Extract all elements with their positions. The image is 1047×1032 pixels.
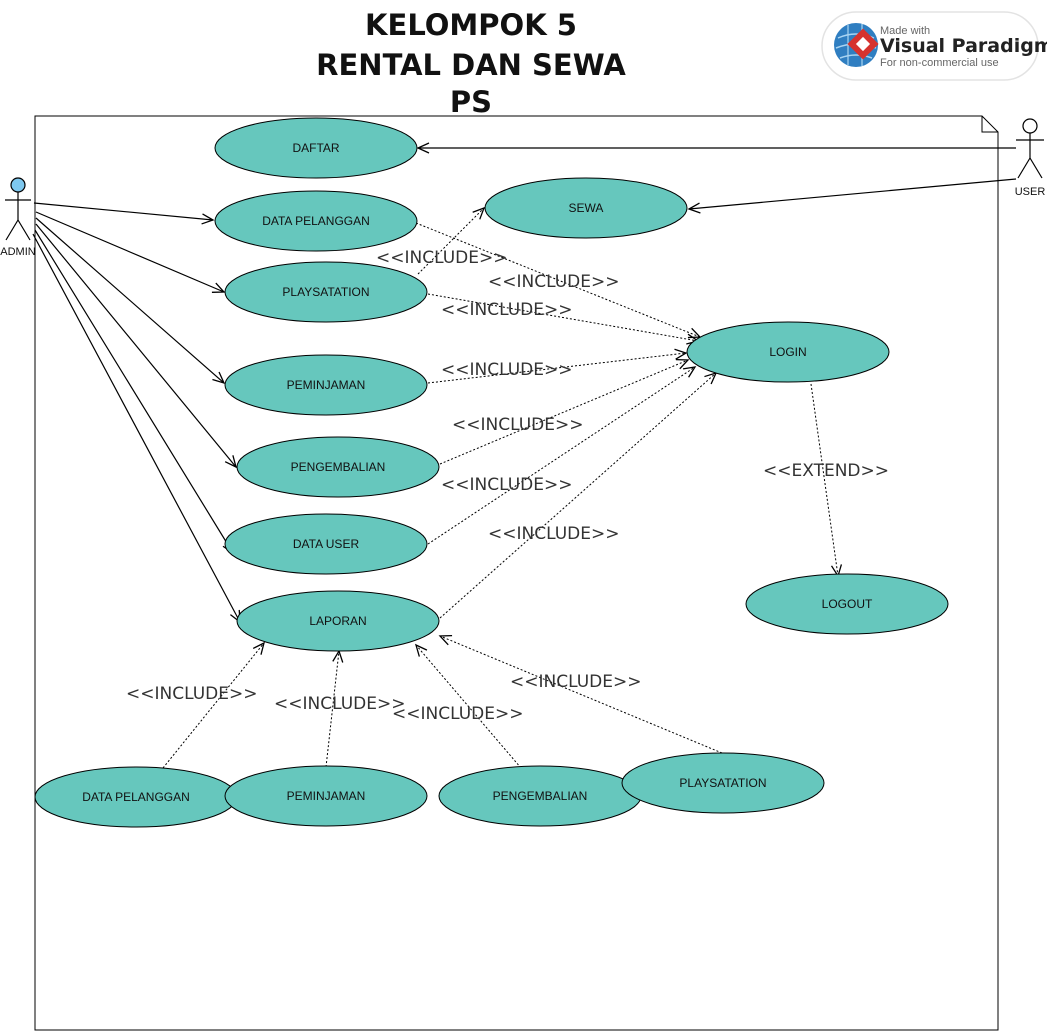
- diagram-title: KELOMPOK 5 RENTAL DAN SEWA PS: [316, 8, 626, 119]
- actor-user[interactable]: USER: [1015, 118, 1046, 198]
- include-laporan-login: [439, 371, 718, 619]
- usecase-data-user-label: DATA USER: [293, 537, 360, 551]
- badge-brand: Visual Paradigm: [880, 35, 1047, 57]
- usecase-daftar[interactable]: DAFTAR: [214, 117, 418, 179]
- usecase-logout-label: LOGOUT: [822, 597, 873, 611]
- include-pengembalian-login: [439, 358, 690, 465]
- usecase-report-playstation[interactable]: PLAYSATATION: [621, 752, 825, 814]
- usecase-report-data-pelanggan-label: DATA PELANGGAN: [82, 790, 190, 804]
- label-include-playstation-sewa: <<INCLUDE>>: [376, 248, 507, 268]
- include-data-user-login: [427, 366, 697, 545]
- actor-admin-figure-icon: [5, 177, 31, 241]
- badge-made-with: Made with: [880, 25, 930, 37]
- user-associations: [416, 142, 1017, 214]
- label-include-r-data-pelanggan: <<INCLUDE>>: [126, 684, 257, 704]
- actor-user-figure-icon: [1016, 118, 1044, 179]
- assoc-admin-playstation: [35, 211, 226, 293]
- usecase-report-peminjaman-label: PEMINJAMAN: [287, 789, 366, 803]
- usecase-login-label: LOGIN: [769, 345, 806, 359]
- include-r-pengembalian-laporan: [414, 643, 522, 769]
- usecase-data-pelanggan-label: DATA PELANGGAN: [262, 214, 370, 228]
- actor-admin-label: ADMIN: [0, 246, 36, 258]
- usecase-report-pengembalian[interactable]: PENGEMBALIAN: [438, 765, 642, 827]
- usecase-report-pengembalian-label: PENGEMBALIAN: [493, 789, 588, 803]
- actor-admin[interactable]: ADMIN: [0, 177, 36, 258]
- include-r-peminjaman-laporan: [325, 649, 344, 768]
- usecase-laporan[interactable]: LAPORAN: [236, 590, 440, 652]
- usecase-data-pelanggan[interactable]: DATA PELANGGAN: [214, 190, 418, 252]
- label-include-laporan-login: <<INCLUDE>>: [488, 524, 619, 544]
- label-include-r-playstation: <<INCLUDE>>: [510, 672, 641, 692]
- admin-associations: [32, 202, 241, 624]
- usecase-logout[interactable]: LOGOUT: [745, 573, 949, 635]
- include-playstation-login: [427, 293, 700, 345]
- usecase-laporan-label: LAPORAN: [309, 614, 366, 628]
- visual-paradigm-badge: Made with Visual Paradigm For non-commer…: [821, 11, 1047, 81]
- usecase-data-user[interactable]: DATA USER: [224, 513, 428, 575]
- badge-note: For non-commercial use: [880, 57, 999, 69]
- usecase-sewa-label: SEWA: [569, 201, 604, 215]
- usecase-pengembalian[interactable]: PENGEMBALIAN: [236, 436, 440, 498]
- assoc-admin-pengembalian: [35, 223, 237, 469]
- include-peminjaman-login: [427, 348, 688, 384]
- include-r-playstation-laporan: [438, 634, 723, 754]
- usecase-report-data-pelanggan[interactable]: DATA PELANGGAN: [34, 766, 238, 828]
- usecase-login[interactable]: LOGIN: [686, 321, 890, 383]
- usecase-playstation[interactable]: PLAYSATATION: [224, 261, 428, 323]
- assoc-admin-laporan: [32, 233, 241, 624]
- assoc-admin-peminjaman: [35, 217, 226, 385]
- label-include-r-peminjaman: <<INCLUDE>>: [274, 694, 405, 714]
- usecase-report-peminjaman[interactable]: PEMINJAMAN: [224, 765, 428, 827]
- use-cases: DAFTAR DATA PELANGGAN SEWA PLAYSATATION …: [34, 117, 949, 828]
- label-include-playstation-login: <<INCLUDE>>: [441, 300, 572, 320]
- usecase-report-playstation-label: PLAYSATATION: [679, 776, 766, 790]
- assoc-user-sewa: [687, 178, 1017, 214]
- label-include-r-pengembalian: <<INCLUDE>>: [392, 704, 523, 724]
- assoc-admin-data-user: [34, 229, 234, 555]
- usecase-peminjaman-label: PEMINJAMAN: [287, 378, 366, 392]
- label-include-data-pelanggan-login: <<INCLUDE>>: [488, 272, 619, 292]
- relationship-labels: <<INCLUDE>> <<INCLUDE>> <<INCLUDE>> <<IN…: [126, 248, 889, 724]
- include-r-data-pelanggan-laporan: [162, 641, 265, 769]
- visual-paradigm-logo-icon: [834, 23, 879, 67]
- assoc-admin-data-pelanggan: [33, 202, 215, 225]
- include-data-pelanggan-login: [415, 222, 702, 339]
- actor-user-label: USER: [1015, 186, 1046, 198]
- label-include-pengembalian-login: <<INCLUDE>>: [452, 415, 583, 435]
- title-line-2: RENTAL DAN SEWA: [316, 48, 626, 82]
- system-boundary: [34, 115, 999, 1031]
- title-line-3: PS: [450, 85, 492, 119]
- label-extend-login-logout: <<EXTEND>>: [763, 461, 889, 481]
- label-include-data-user-login: <<INCLUDE>>: [441, 475, 572, 495]
- usecase-peminjaman[interactable]: PEMINJAMAN: [224, 354, 428, 416]
- include-extend-lines: [162, 206, 843, 769]
- include-playstation-sewa: [417, 206, 486, 275]
- usecase-playstation-label: PLAYSATATION: [282, 285, 369, 299]
- usecase-daftar-label: DAFTAR: [292, 141, 339, 155]
- usecase-pengembalian-label: PENGEMBALIAN: [291, 460, 386, 474]
- usecase-sewa[interactable]: SEWA: [484, 177, 688, 239]
- title-line-1: KELOMPOK 5: [365, 8, 577, 42]
- extend-login-logout: [810, 383, 843, 578]
- label-include-peminjaman-login: <<INCLUDE>>: [441, 360, 572, 380]
